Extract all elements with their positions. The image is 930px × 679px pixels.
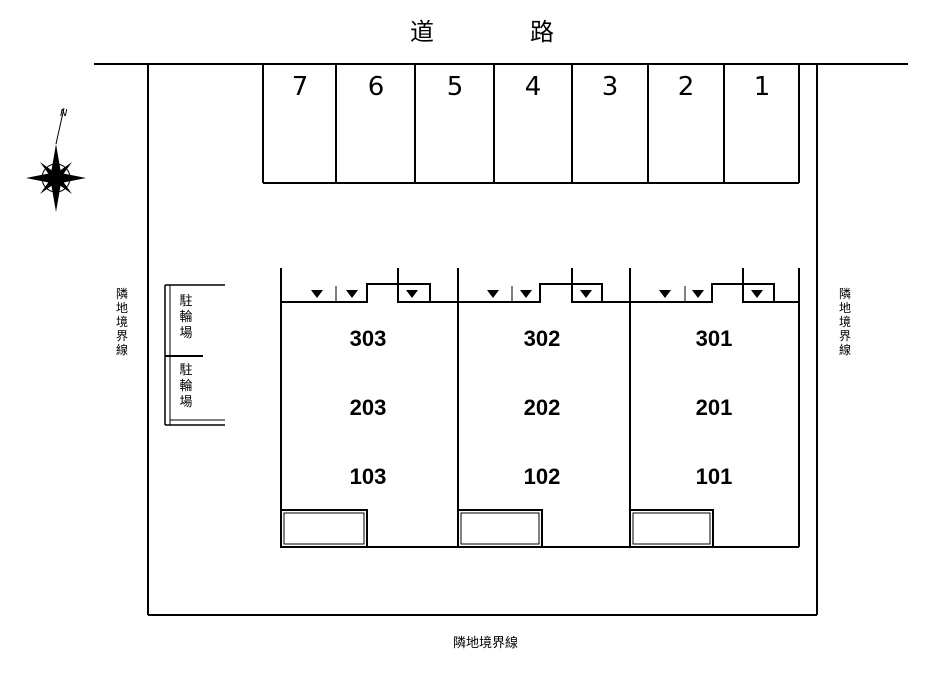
road-label-char-2: 路 — [530, 18, 555, 46]
unit-202: 202 — [523, 395, 561, 420]
boundary-label-left: 隣地境界線 — [115, 287, 128, 357]
parking-space-7: 7 — [291, 72, 309, 102]
unit-203: 203 — [349, 395, 387, 420]
unit-302: 302 — [523, 326, 561, 351]
boundary-label-right: 隣地境界線 — [838, 287, 851, 357]
unit-101: 101 — [695, 464, 733, 489]
bike-parking-label-upper: 駐輪場 — [179, 294, 193, 341]
apartment-building-outline — [280, 268, 800, 548]
bicycle-parking-structure — [164, 284, 225, 426]
bike-parking-label-lower: 駐輪場 — [179, 363, 193, 410]
road-label-char-1: 道 — [410, 18, 435, 46]
unit-103: 103 — [349, 464, 387, 489]
parking-space-4: 4 — [524, 72, 542, 102]
unit-303: 303 — [349, 326, 387, 351]
compass-rose-icon — [26, 107, 86, 212]
unit-301: 301 — [695, 326, 733, 351]
parking-space-6: 6 — [367, 72, 385, 102]
compass-north-label: N — [60, 108, 68, 119]
parking-space-2: 2 — [677, 72, 695, 102]
parking-space-5: 5 — [446, 72, 464, 102]
parking-block — [262, 64, 800, 184]
parking-space-1: 1 — [753, 72, 771, 102]
boundary-label-bottom: 隣地境界線 — [453, 636, 519, 651]
unit-102: 102 — [523, 464, 561, 489]
parking-space-3: 3 — [601, 72, 619, 102]
unit-201: 201 — [695, 395, 733, 420]
